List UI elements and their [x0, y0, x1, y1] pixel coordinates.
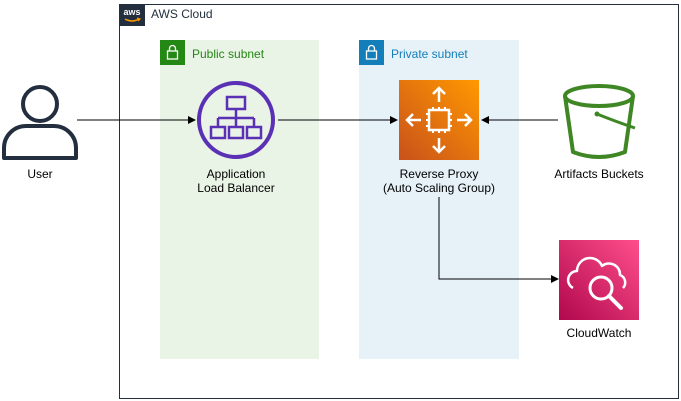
- artifacts-label: Artifacts Buckets: [554, 167, 644, 181]
- aws-cloud-title: AWS Cloud: [151, 7, 213, 21]
- ec2-instance-icon: [399, 80, 479, 160]
- cloudwatch-icon: [559, 240, 639, 320]
- proxy-label: Reverse Proxy (Auto Scaling Group): [369, 167, 509, 195]
- alb-label: Application Load Balancer: [176, 167, 296, 195]
- alb-label-line2: Load Balancer: [197, 181, 275, 195]
- proxy-label-line1: Reverse Proxy: [399, 167, 479, 181]
- private-subnet-title: Private subnet: [391, 47, 468, 61]
- user-icon: [0, 82, 80, 160]
- lock-icon: [160, 40, 185, 65]
- alb-label-line1: Application: [206, 167, 266, 181]
- proxy-label-line2: (Auto Scaling Group): [382, 181, 496, 195]
- public-subnet-group: Public subnet: [160, 40, 319, 359]
- aws-logo-icon: aws: [119, 4, 145, 26]
- user-label: User: [27, 167, 53, 181]
- aws-cloud-group: [119, 4, 679, 399]
- load-balancer-icon: [196, 80, 276, 160]
- cloudwatch-label: CloudWatch: [566, 326, 632, 340]
- aws-logo-text: aws: [123, 7, 140, 17]
- public-subnet-title: Public subnet: [192, 47, 265, 61]
- s3-bucket-icon: [559, 82, 639, 160]
- lock-icon: [359, 40, 384, 65]
- edge-proxy-to-cloudwatch: [438, 197, 559, 283]
